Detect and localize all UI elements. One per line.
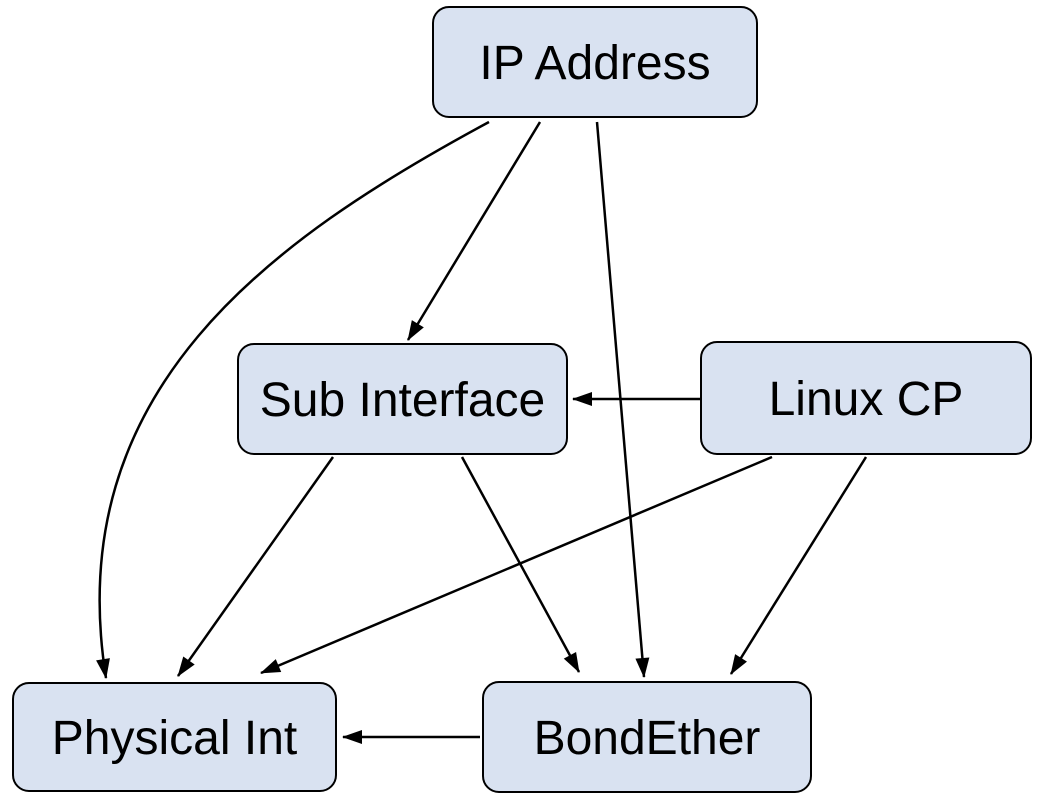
edge-sub-interface-to-physical-int xyxy=(176,456,335,677)
node-physical-int: Physical Int xyxy=(12,682,337,792)
edge-ip-address-to-sub-interface xyxy=(406,121,542,341)
edge-ip-address-to-physical-int xyxy=(96,120,490,679)
node-label-linux-cp: Linux CP xyxy=(768,373,964,426)
edge-sub-interface-to-bondether xyxy=(460,456,581,673)
edge-linux-cp-to-physical-int xyxy=(260,455,773,675)
node-sub-interface: Sub Interface xyxy=(237,343,568,455)
node-label-sub-interface: Sub Interface xyxy=(259,374,546,427)
node-label-bondether: BondEther xyxy=(533,712,761,765)
node-label-physical-int: Physical Int xyxy=(51,712,298,765)
node-label-ip-address: IP Address xyxy=(479,37,711,90)
edge-linux-cp-to-bondether xyxy=(729,456,868,675)
node-linux-cp: Linux CP xyxy=(700,341,1032,455)
node-ip-address: IP Address xyxy=(432,6,758,118)
node-bondether: BondEther xyxy=(482,681,812,793)
